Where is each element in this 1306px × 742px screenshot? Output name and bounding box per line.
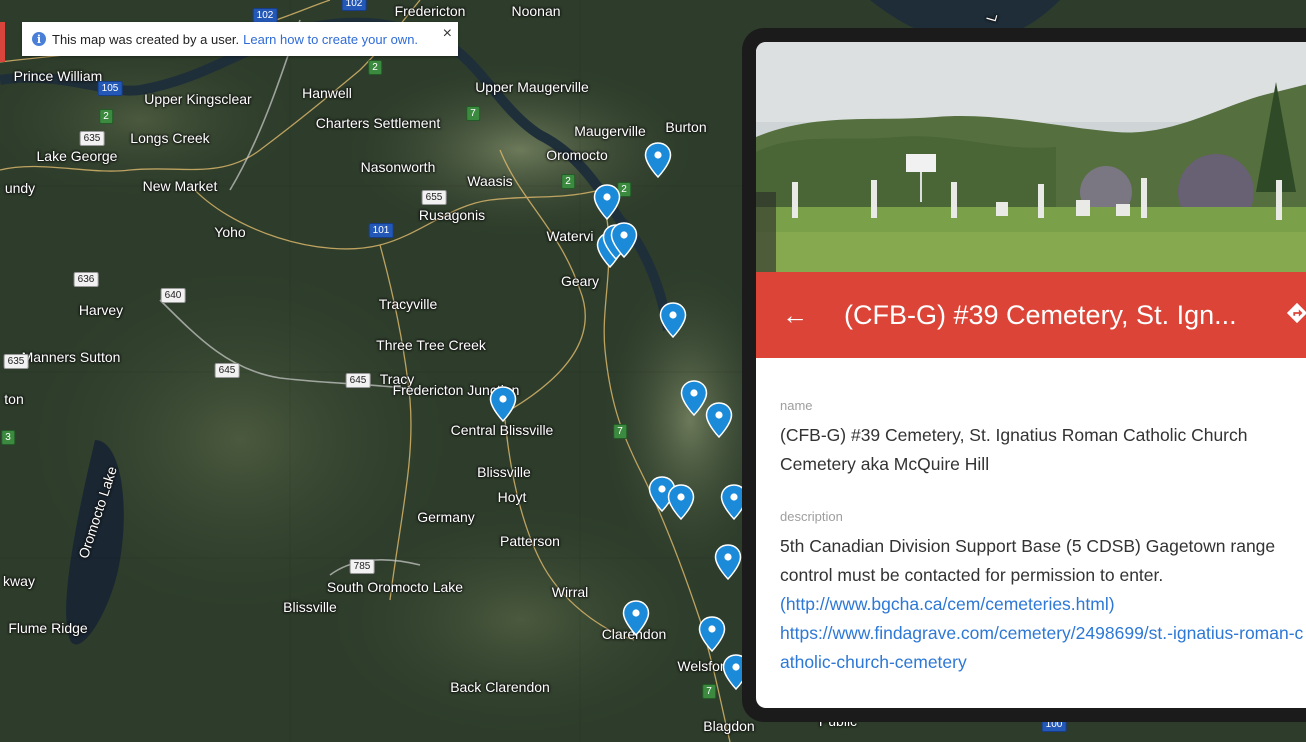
user-map-notice: i This map was created by a user. Learn … (22, 22, 458, 56)
route-shield: 636 (73, 272, 99, 287)
place-label: Waasis (467, 173, 513, 189)
place-label: Lake George (36, 148, 118, 164)
location-pin-icon[interactable] (705, 402, 733, 438)
place-label: Charters Settlement (315, 115, 441, 131)
route-shield: 2 (561, 174, 575, 189)
route-shield: 7 (466, 106, 480, 121)
route-shield: 640 (160, 288, 186, 303)
place-label: Longs Creek (130, 130, 210, 146)
place-label: Upper Kingsclear (144, 91, 252, 107)
back-arrow-icon[interactable]: ← (782, 299, 808, 330)
place-label: Patterson (500, 533, 560, 549)
route-shield: 7 (702, 684, 716, 699)
place-label: Geary (560, 273, 600, 289)
route-shield: 785 (349, 559, 375, 574)
place-label: Manners Sutton (21, 349, 121, 365)
info-icon: i (32, 32, 46, 46)
place-label: Hanwell (302, 85, 352, 101)
place-label: Fredericton Junction (392, 382, 520, 398)
place-detail-panel: ← (CFB-G) #39 Cemetery, St. Ign... name … (742, 28, 1306, 722)
field-value: 5th Canadian Division Support Base (5 CD… (780, 536, 1276, 585)
route-shield: 635 (3, 354, 29, 369)
route-shield: 635 (79, 131, 105, 146)
route-shield: 102 (252, 8, 278, 23)
location-pin-icon[interactable] (644, 142, 672, 178)
place-label: kway (3, 573, 35, 589)
place-label: Hoyt (497, 489, 527, 505)
location-pin-icon[interactable] (680, 380, 708, 416)
place-label: Burton (665, 119, 707, 135)
location-pin-icon[interactable] (714, 544, 742, 580)
close-icon[interactable]: × (442, 25, 452, 42)
link-line-1: (http://www.bgcha.ca/cem/cemeteries.html… (780, 590, 1304, 619)
place-label: Clarendon (601, 626, 667, 642)
place-label: Blissville (283, 599, 337, 615)
directions-icon[interactable] (1286, 302, 1306, 324)
field-name: name (CFB-G) #39 Cemetery, St. Ignatius … (780, 398, 1304, 479)
place-label: Fredericton (394, 3, 466, 19)
place-label: Nasonworth (360, 159, 436, 175)
cemetery-photo[interactable] (756, 42, 1306, 272)
place-label: Rusagonis (418, 207, 486, 223)
sidebar-toggle-tab[interactable] (0, 22, 5, 62)
place-label: Wirral (551, 584, 589, 600)
field-value: (CFB-G) #39 Cemetery, St. Ignatius Roman… (780, 425, 1248, 474)
route-shield: 101 (368, 223, 394, 238)
place-label: South Oromocto Lake (326, 579, 464, 595)
place-label: Flume Ridge (8, 620, 88, 636)
route-shield: 7 (613, 424, 627, 439)
route-shield: 3 (1, 430, 15, 445)
route-shield: 2 (368, 60, 382, 75)
place-label: New Market (142, 178, 218, 194)
location-pin-icon[interactable] (593, 184, 621, 220)
notice-text: This map was created by a user. (52, 31, 240, 47)
place-label: Blissville (477, 464, 531, 480)
location-pin-icon[interactable] (489, 386, 517, 422)
place-label: Tracyville (378, 296, 438, 312)
field-key: description (780, 509, 843, 524)
place-label: Yoho (214, 224, 246, 240)
place-label: undy (4, 180, 36, 196)
place-label: Harvey (78, 302, 124, 318)
route-shield: 655 (421, 190, 447, 205)
location-pin-icon[interactable] (698, 616, 726, 652)
place-label: Upper Maugerville (475, 79, 589, 95)
link-line-2: https://www.findagrave.com/cemetery/2498… (780, 619, 1304, 677)
route-shield: 645 (214, 363, 240, 378)
place-label: Watervi (546, 228, 594, 244)
place-card: ← (CFB-G) #39 Cemetery, St. Ign... name … (756, 42, 1306, 708)
place-label: Tracy (379, 371, 415, 387)
place-label: Back Clarendon (450, 679, 550, 695)
place-label: Germany (417, 509, 475, 525)
place-label: Central Blissville (450, 422, 554, 438)
panel-body: name (CFB-G) #39 Cemetery, St. Ignatius … (780, 398, 1304, 677)
learn-more-link[interactable]: Learn how to create your own. (243, 31, 419, 47)
place-label: Maugerville (574, 123, 646, 139)
place-label: Welsfor (677, 658, 725, 674)
panel-title: (CFB-G) #39 Cemetery, St. Ign... (844, 299, 1237, 330)
place-label: Three Tree Creek (376, 337, 486, 353)
place-label: ton (4, 391, 24, 407)
field-description: description 5th Canadian Division Suppor… (780, 509, 1304, 677)
location-pin-icon[interactable] (610, 222, 638, 258)
panel-header: ← (CFB-G) #39 Cemetery, St. Ign... (756, 272, 1306, 358)
field-key: name (780, 398, 813, 413)
route-shield: 102 (341, 0, 367, 11)
bgcha-link[interactable]: (http://www.bgcha.ca/cem/cemeteries.html… (780, 594, 1115, 614)
location-pin-icon[interactable] (622, 600, 650, 636)
location-pin-icon[interactable] (648, 476, 676, 512)
route-shield: 105 (97, 81, 123, 96)
place-label: Prince William (13, 68, 103, 84)
location-pin-icon[interactable] (667, 484, 695, 520)
findagrave-link[interactable]: https://www.findagrave.com/cemetery/2498… (780, 623, 1304, 672)
location-pin-icon[interactable] (659, 302, 687, 338)
route-shield: 645 (345, 373, 371, 388)
place-label: Blagdon (703, 718, 755, 734)
place-label: Oromocto (546, 147, 608, 163)
place-label: Noonan (511, 3, 561, 19)
route-shield: 2 (99, 109, 113, 124)
